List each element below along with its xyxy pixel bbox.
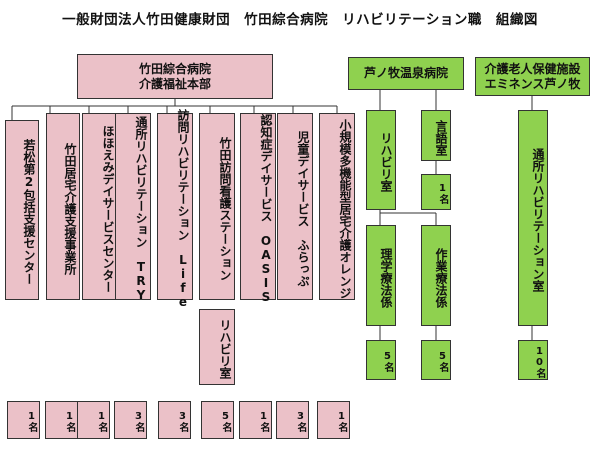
rehab-room-name: リハビリ室 [379,132,393,192]
count-box: 1名 [77,401,110,439]
count-value: 1名 [437,183,448,204]
sub-unit-name: リハビリ室 [218,319,232,379]
count-box: 3名 [158,401,191,439]
eminence-box: 介護老人保健施設 エミネンス芦ノ牧 [475,57,590,96]
count-value: 1名 [64,411,75,432]
hq-line2: 介護福祉本部 [138,76,211,91]
count-value: 1名 [26,411,37,432]
pt-count-box: 5名 [366,340,396,380]
count-value: 10名 [534,345,545,378]
facility-name: 認知症デイサービス OASIS [259,113,273,304]
ashinomaki-rehab-room-box: リハビリ室 [366,110,396,210]
pt-section-box: 理学療法係 [366,225,396,326]
count-box: 3名 [114,401,147,439]
eminence-rehab-name: 通所リハビリテーション室 [531,148,545,292]
count-value: 1名 [336,411,347,432]
count-value: 5名 [220,411,231,432]
ashinomaki-title: 芦ノ牧温泉病院 [363,66,448,80]
count-value: 3名 [295,411,306,432]
count-box: 1名 [7,401,40,439]
count-value: 1名 [96,411,107,432]
ashinomaki-hospital-box: 芦ノ牧温泉病院 [348,57,464,90]
ot-section-box: 作業療法係 [421,225,451,326]
facility-name: 通所リハビリテーション TRY [134,115,148,302]
speech-count-box: 1名 [421,174,451,210]
facility-name: 小規模多機能型居宅介護オレンジ [338,118,352,299]
facility-name: 竹田訪問看護ステーション [218,136,232,281]
count-box: 1名 [45,401,78,439]
count-box: 5名 [201,401,234,439]
count-box: 1名 [239,401,272,439]
eminence-rehab-box: 通所リハビリテーション室 [518,110,548,326]
facility-name: 竹田居宅介護支援事業所 [63,142,77,275]
facility-box-takeda-kyotaku: 竹田居宅介護支援事業所 [46,113,80,300]
hq-line1: 竹田綜合病院 [138,61,211,76]
count-box: 3名 [276,401,309,439]
facility-box-wakamatsu: 若松第2包括支援センター [5,120,39,300]
eminence-line1: 介護老人保健施設 [484,61,581,76]
count-value: 3名 [133,411,144,432]
ot-section-name: 作業療法係 [434,247,448,308]
facility-box-orange: 小規模多機能型居宅介護オレンジ [319,113,355,300]
facility-name: 児童デイサービス ふらっぷ [296,130,310,287]
eminence-line2: エミネンス芦ノ牧 [484,76,581,91]
facility-name: 若松第2包括支援センター [22,139,36,285]
hq-box: 竹田綜合病院 介護福祉本部 [77,54,273,99]
page-title: 一般財団法人竹田健康財団 竹田綜合病院 リハビリテーション職 組織図 [62,12,538,28]
facility-box-try: 通所リハビリテーション TRY [115,113,151,302]
facility-name: ほほえみデイサービスセンター [101,124,115,293]
facility-name: 訪問リハビリテーション Life [176,108,190,309]
facility-box-hohoemi: ほほえみデイサービスセンター [82,113,118,300]
ot-count-box: 5名 [421,340,451,380]
count-box: 1名 [317,401,350,439]
eminence-count-box: 10名 [518,340,548,380]
facility-box-oasis: 認知症デイサービス OASIS [240,113,276,304]
facility-box-life: 訪問リハビリテーション Life [157,109,193,309]
speech-room-name: 言語室 [434,119,448,156]
facility-box-houmon-kango: 竹田訪問看護ステーション [199,113,235,300]
houmon-rehab-room-box: リハビリ室 [199,309,235,385]
count-value: 5名 [437,351,448,372]
facility-box-flap: 児童デイサービス ふらっぷ [277,113,313,300]
count-value: 5名 [382,351,393,372]
count-value: 3名 [177,411,188,432]
count-value: 1名 [258,411,269,432]
pt-section-name: 理学療法係 [379,247,393,308]
speech-room-box: 言語室 [421,110,451,161]
